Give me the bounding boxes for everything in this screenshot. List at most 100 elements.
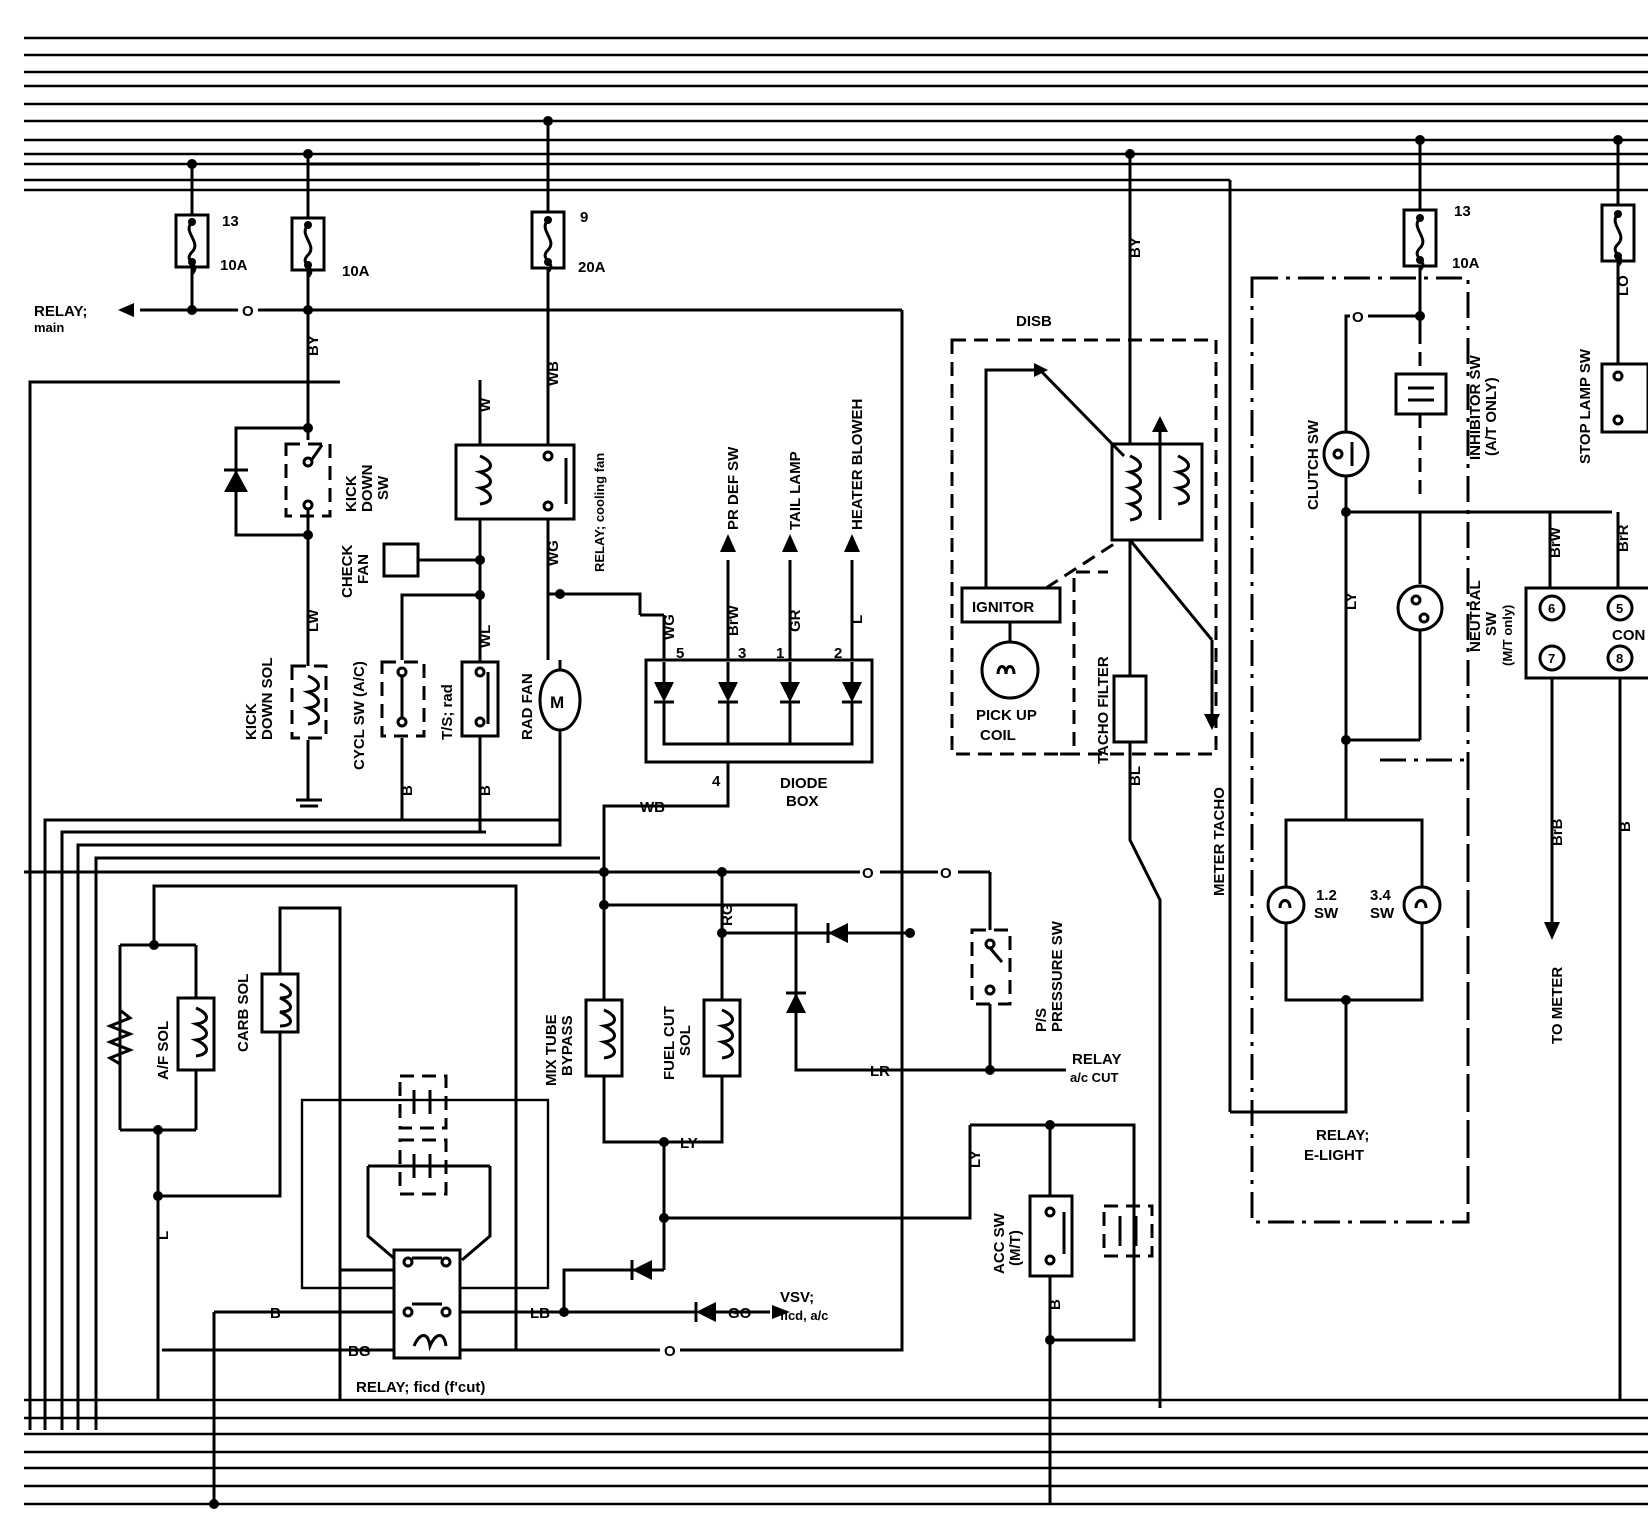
wire-lb-label: LB [530,1305,550,1322]
kick-down-circuit: BY KICK DOWN SW LW KICK DOWN SOL [224,270,392,808]
relay-ficd: B LB BG O RELAY; ficd (f'cut) [162,1074,680,1509]
wire-wb-pin4: WB [640,799,665,816]
kick-down-sw-label-1: KICK [343,475,360,512]
relay-elight-label-1: RELAY; [1316,1127,1369,1144]
sw-34-label-2: SW [1370,905,1395,922]
wire-o-elight: O [1352,309,1364,326]
fuse-13-number: 13 [222,213,239,230]
pick-up-label-1: PICK UP [976,707,1037,724]
wire-brw-diode: BrW [725,604,742,636]
fuse-9: 9 20A WB [530,116,606,445]
tail-lamp-label: TAIL LAMP [787,451,804,530]
wire-brr-right: BrR [1615,524,1632,552]
relay-ficd-label: RELAY; ficd (f'cut) [356,1379,485,1396]
fuse-9-number: 9 [580,209,588,226]
fuse-10a-r-rating: 10A [1452,255,1480,272]
wire-wg-diode: WG [661,614,678,640]
diode-box-label-2: BOX [786,793,819,810]
disb: DISB BY IGNITOR PICK UP COIL METER TACHO… [950,149,1232,1408]
acc-sw-label-1: ACC SW [991,1212,1008,1274]
pick-up-label-2: COIL [980,727,1016,744]
wire-wl-label: WL [477,625,494,648]
fuse-10a: 10A [290,149,370,280]
kick-down-sol-label-1: KICK [243,703,260,740]
kick-down-sw-label-2: DOWN [359,465,376,513]
check-fan-label-1: CHECK [339,544,356,598]
wire-o-mid-1: O [862,865,874,882]
bottom-bus-lines [24,1398,1648,1506]
wire-brb-label: BrB [1549,818,1566,846]
wire-l-label: L [155,1231,172,1240]
kick-down-sol-label-2: DOWN SOL [259,658,276,741]
fuse-9-rating: 20A [578,259,606,276]
wire-b-ficd: B [270,1305,281,1322]
wire-bl-label: BL [1127,766,1144,786]
wire-b-label-cycl: B [399,785,416,796]
wire-lo-label: LO [1615,275,1632,296]
connector-label: CON [1612,627,1645,644]
heater-blower-label: HEATER BLOWEH [849,399,866,530]
wire-bg-label: BG [348,1343,371,1360]
pin-1: 1 [776,645,784,662]
inhibitor-label-2: (A/T ONLY) [1483,377,1500,456]
wire-by-disb: BY [1127,237,1144,258]
ignitor-label: IGNITOR [972,599,1034,616]
to-meter-label: TO METER [1549,967,1566,1044]
wire-lw-label: LW [305,609,322,632]
e-light-circuit: 13 10A O INHIBITOR SW (A/T ONLY) CLUTCH … [1230,135,1612,1224]
wire-ly-mix: LY [680,1135,698,1152]
diode-row [654,662,862,746]
wire-gr-diode: GR [787,609,804,632]
relay-elight-label-2: E-LIGHT [1304,1147,1364,1164]
relay-ac-label-1: RELAY [1072,1051,1121,1068]
pin-4: 4 [712,773,721,790]
tacho-filter-label: TACHO FILTER [1095,656,1112,764]
clutch-sw-label: CLUTCH SW [1305,419,1322,510]
con-pin-6: 6 [1548,601,1555,616]
stop-lamp-sw-label: STOP LAMP SW [1577,348,1594,464]
rad-fan-label: RAD FAN [519,673,536,740]
wire-rg-label: RG [719,904,736,927]
wire-b-right: B [1617,821,1634,832]
vsv-label-2: ficd, a/c [780,1308,828,1323]
wire-l-diode: L [849,615,866,624]
ps-label-1: P/S [1033,1008,1050,1032]
wire-wg-label: WG [545,540,562,566]
ps-pressure-circuit: O O P/S PRESSURE SW [620,862,1066,1070]
motor-m-icon: M [550,693,564,712]
neutral-label-1: NEUTRAL [1467,580,1484,652]
stop-lamp-connector: LO STOP LAMP SW BrW BrR 6 5 7 8 CON BrB … [1524,135,1648,1400]
mix-tube-label-2: BYPASS [559,1015,576,1076]
relay-main-label: RELAY; [34,303,87,320]
relay-main-feed: O RELAY; main [34,300,904,1352]
wire-o-label: O [242,303,254,320]
vsv-label-1: VSV; [780,1289,814,1306]
diode-box: 5 3 1 2 4 WG BrW GR L PR DEF SW TAIL LAM… [602,399,874,908]
wire-wb-label: WB [545,361,562,386]
neutral-label-3: (M/T only) [1500,605,1515,666]
wire-by-label: BY [305,335,322,356]
relay-cooling-fan-label: RELAY; cooling fan [592,453,607,572]
pin-5: 5 [676,645,684,662]
cycl-sw-label: CYCL SW (A/C) [351,661,368,770]
left-trunk-lines [24,380,620,1430]
af-sol-label: A/F SOL [155,1021,172,1080]
con-pin-5: 5 [1616,601,1623,616]
fuel-cut-label-1: FUEL CUT [661,1006,678,1080]
rad-fan-motor: WG M RAD FAN [519,519,642,847]
sw-12-label-2: SW [1314,905,1339,922]
af-carb-sol: A/F SOL CARB SOL L [105,884,518,1400]
acc-sw: B ACC SW (M/T) [991,1125,1154,1504]
wire-ly-acc: LY [967,1150,984,1168]
mix-fuel-circuit: LY MIX TUBE BYPASS RG FUEL CUT SOL LR RE… [543,808,1136,1342]
wire-b-acc: B [1047,1299,1064,1310]
fuel-cut-label-2: SOL [677,1025,694,1056]
con-pin-8: 8 [1616,651,1623,666]
wire-b-label-ts: B [477,785,494,796]
fuse-13-r-number: 13 [1454,203,1471,220]
sw-34-label-1: 3.4 [1370,887,1392,904]
top-bus-lines [24,36,1648,192]
mix-tube-label-1: MIX TUBE [543,1014,560,1086]
ps-label-2: PRESSURE SW [1049,920,1066,1032]
